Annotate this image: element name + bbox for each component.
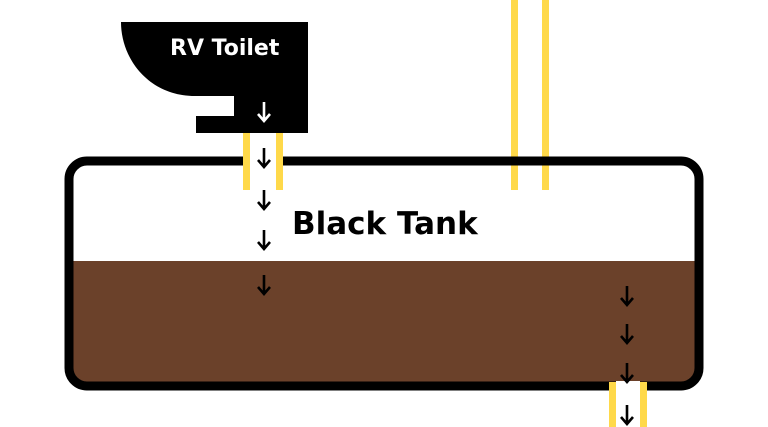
- flow-arrow-down-icon: [257, 190, 271, 211]
- outlet-pipe-left-wall: [609, 382, 616, 427]
- toilet-pipe-right-wall: [276, 133, 283, 190]
- flow-arrow-down-icon: [620, 363, 634, 384]
- flow-arrow-down-icon: [257, 275, 271, 296]
- vent-pipe-right-wall: [542, 0, 549, 190]
- flow-arrow-down-icon: [257, 102, 271, 123]
- flow-arrow-down-icon: [620, 286, 634, 307]
- toilet-pipe-left-wall: [243, 133, 250, 190]
- black-tank-label: Black Tank: [292, 206, 478, 242]
- rv-toilet-shape: [121, 22, 308, 133]
- black-tank-outline: [64, 156, 704, 391]
- vent-pipe-left-wall: [511, 0, 518, 190]
- outlet-pipe-right-wall: [640, 382, 647, 427]
- flow-arrow-down-icon: [257, 230, 271, 251]
- rv-toilet-label: RV Toilet: [170, 36, 280, 61]
- flow-arrow-down-icon: [257, 148, 271, 169]
- waste-fill: [70, 261, 698, 385]
- flow-arrow-down-icon: [620, 324, 634, 345]
- flow-arrow-down-icon: [620, 405, 634, 426]
